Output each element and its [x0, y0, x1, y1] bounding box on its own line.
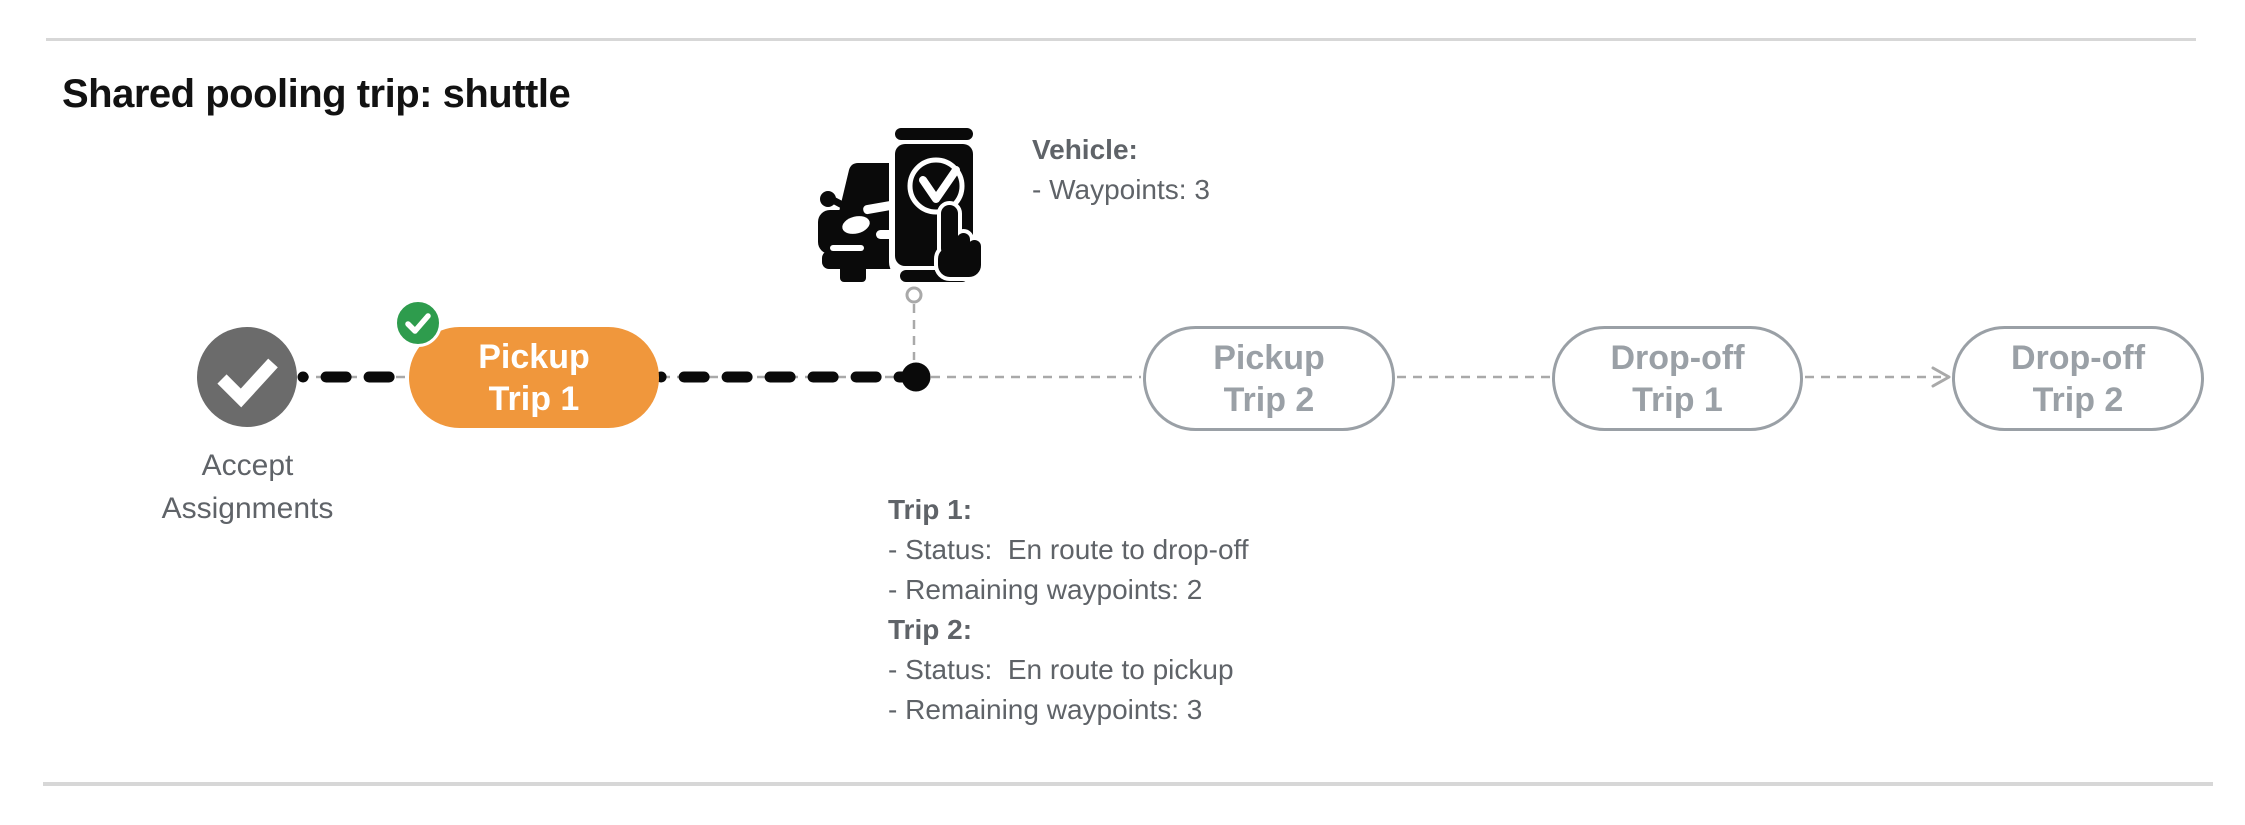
node-dropoff-trip-1: Drop-off Trip 1	[1552, 326, 1803, 431]
node-label: Drop-off	[2010, 338, 2146, 377]
vehicle-waypoints-line: - Waypoints: 3	[1032, 174, 1210, 205]
trip2-waypoints-line: - Remaining waypoints: 3	[888, 694, 1203, 725]
node-pickup-trip-2: Pickup Trip 2	[1143, 326, 1395, 431]
node-label: Trip 1	[1632, 380, 1723, 419]
page-title: Shared pooling trip: shuttle	[62, 72, 571, 116]
trip1-waypoints-line: - Remaining waypoints: 2	[888, 574, 1203, 605]
node-pickup-trip-1: Pickup Trip 1	[409, 327, 659, 428]
trip-info-block: Trip 1: - Status: En route to drop-off -…	[888, 490, 1249, 730]
current-position-dot	[901, 362, 931, 392]
accept-label-line: Accept	[201, 449, 294, 482]
accept-assignments-label: Accept Assignments	[110, 444, 385, 530]
top-divider	[46, 38, 2196, 41]
node-label: Pickup	[1213, 338, 1325, 377]
trip2-heading: Trip 2:	[888, 614, 973, 645]
node-label: Trip 2	[2032, 380, 2124, 419]
vehicle-anchor-circle	[905, 286, 923, 304]
car-phone-check-icon	[818, 122, 985, 282]
node-dropoff-trip-2: Drop-off Trip 2	[1952, 326, 2204, 431]
check-icon	[217, 358, 278, 408]
accept-assignments-node	[197, 327, 297, 427]
node-label: Pickup	[478, 337, 590, 376]
arrow-head-icon	[1931, 366, 1951, 388]
accept-label-line: Assignments	[161, 492, 334, 525]
vehicle-info-block: Vehicle: - Waypoints: 3	[1032, 130, 1210, 210]
bottom-divider	[43, 782, 2213, 786]
trip2-status-line: - Status: En route to pickup	[888, 654, 1234, 685]
node-label: Trip 1	[488, 379, 580, 418]
vehicle-info-heading: Vehicle:	[1032, 134, 1138, 165]
node-label: Trip 2	[1223, 380, 1315, 419]
check-badge-icon	[394, 299, 442, 347]
trip1-status-line: - Status: En route to drop-off	[888, 534, 1249, 565]
trip1-heading: Trip 1:	[888, 494, 973, 525]
node-label: Drop-off	[1610, 338, 1745, 377]
